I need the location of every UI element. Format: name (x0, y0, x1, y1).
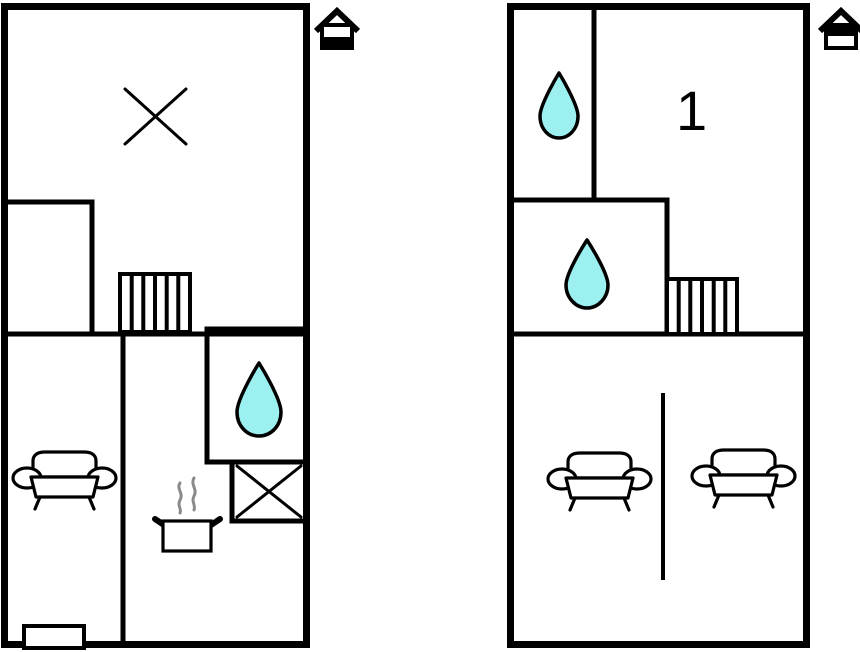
sofa-icon-living-room (11, 450, 118, 511)
sofa-icon-bedroom-left (546, 451, 653, 512)
first-floor-outer-walls (507, 3, 810, 648)
ground-floor-outer-walls (1, 3, 310, 648)
x-cross-icon-storage-room (235, 464, 303, 519)
water-drop-icon-bathroom-middle (564, 238, 610, 310)
plan-first-floor[interactable]: 1 (507, 3, 810, 648)
entrance-door-ground-floor[interactable] (22, 624, 86, 650)
floor-number-label: 1 (676, 79, 707, 142)
water-drop-icon-bathroom-upper (538, 71, 580, 140)
first-floor-interior-walls (507, 5, 809, 337)
stairs-icon-first-floor (665, 277, 739, 336)
cooking-pot-icon-kitchen (152, 476, 223, 553)
x-cross-icon-upper-room (123, 87, 188, 146)
sofa-icon-bedroom-right (690, 448, 797, 509)
plan-ground-floor[interactable] (1, 3, 310, 650)
stairs-icon-ground-floor (118, 272, 192, 334)
ground-floor-interior-walls (1, 199, 309, 644)
house-icon-ground-floor[interactable] (313, 6, 361, 50)
water-drop-icon-bathroom-ground (235, 361, 283, 438)
house-icon-first-floor[interactable] (817, 6, 860, 50)
